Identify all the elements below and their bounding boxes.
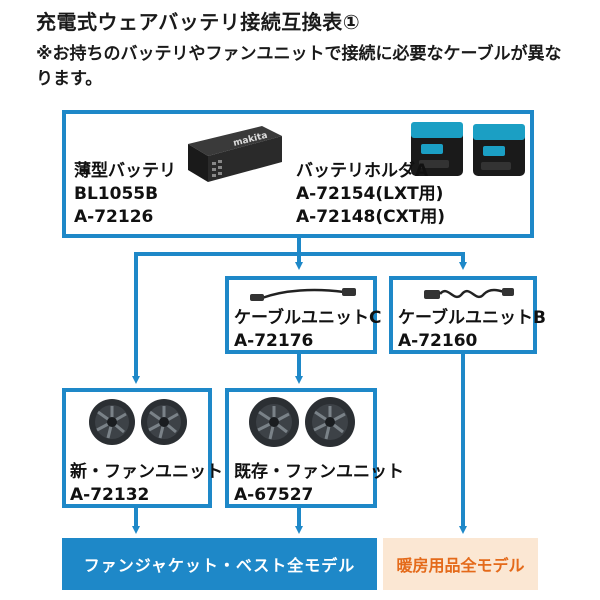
holder-name: バッテリホルダA [296,160,428,182]
target-jacket: ファンジャケット・ベスト全モデル [62,538,377,590]
target-heated: 暖房用品全モデル [383,538,538,590]
fan-new-model: A-72132 [70,484,149,506]
holder-model-2: A-72148(CXT用) [296,206,445,228]
cable-b-name: ケーブルユニットB [398,307,546,329]
cable-b-model: A-72160 [398,330,477,352]
fan-new-name: 新・ファンユニット [70,461,223,483]
thin-battery-icon: makita [182,122,286,186]
battery-model-1: BL1055B [74,183,158,205]
fan-new-icon [86,396,190,448]
fan-old-name: 既存・ファンユニット [234,461,404,483]
cable-c-icon [244,280,364,308]
battery-model-2: A-72126 [74,206,153,228]
fan-old-model: A-67527 [234,484,313,506]
cable-c-name: ケーブルユニットC [234,307,381,329]
holder-model-1: A-72154(LXT用) [296,183,443,205]
battery-name: 薄型バッテリ [74,160,176,182]
cable-b-icon [418,278,518,308]
cable-c-model: A-72176 [234,330,313,352]
fan-old-icon [246,394,358,450]
